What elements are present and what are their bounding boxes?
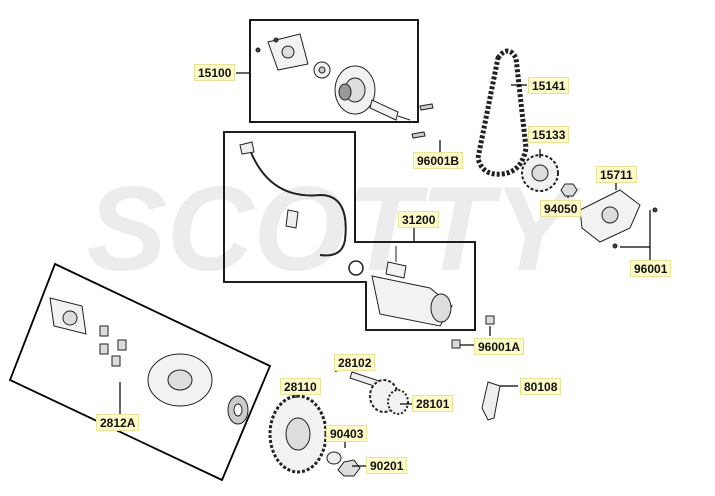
part-label-31200[interactable]: 31200 [398,211,440,228]
leader-lines [119,72,651,467]
part-label-15141[interactable]: 15141 [528,77,570,94]
part-label-28101[interactable]: 28101 [412,395,454,412]
oil-pump-assembly [255,33,434,139]
starter-cable [239,141,364,276]
part-label-90403[interactable]: 90403 [326,425,368,442]
sprocket [521,154,559,192]
tensioner-cover [579,189,658,249]
group-frame-15100 [249,19,419,123]
flange-nut [337,459,361,477]
group-frame-31200 [223,131,476,331]
bracket [481,381,501,421]
starter-clutch [49,297,249,425]
part-label-96001[interactable]: 96001 [630,260,672,277]
part-label-28102[interactable]: 28102 [334,354,376,371]
starter-motor [371,246,453,327]
part-label-28110[interactable]: 28110 [280,378,321,395]
idle-gear [369,379,409,415]
group-frame-2812A [8,262,272,482]
watermark: SCOTTY [87,162,584,296]
part-label-15100[interactable]: 15100 [194,64,236,81]
part-label-15133[interactable]: 15133 [528,126,570,143]
part-label-2812A[interactable]: 2812A [96,414,140,431]
nut [560,183,578,197]
washer [326,451,342,465]
part-label-90201[interactable]: 90201 [366,457,408,474]
part-label-96001B[interactable]: 96001B [413,152,464,169]
part-label-94050[interactable]: 94050 [540,200,582,217]
part-label-80108[interactable]: 80108 [520,378,562,395]
cam-chain [475,48,529,177]
part-label-15711[interactable]: 15711 [596,166,637,183]
part-label-96001A[interactable]: 96001A [474,338,525,355]
bolt-96001A [451,315,495,349]
starter-driven-gear [268,394,328,474]
